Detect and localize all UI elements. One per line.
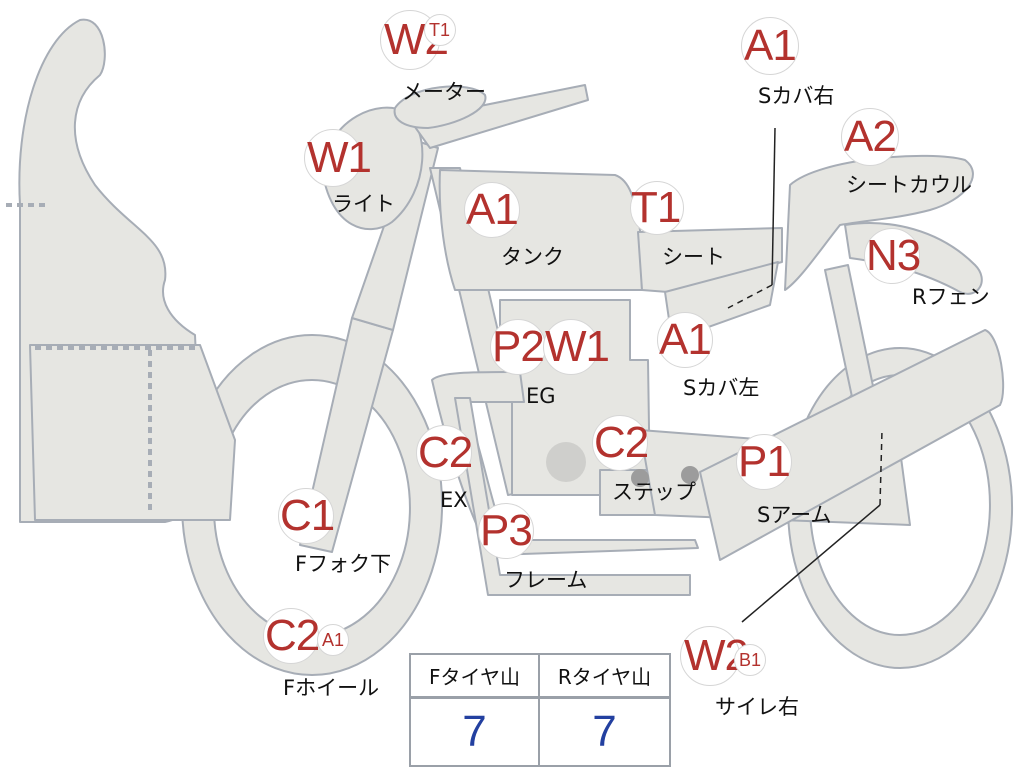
callout-code-frame: P3 [480, 506, 533, 555]
front-tire-header: Fタイヤ山 [411, 655, 540, 699]
lower-frame-shape [454, 397, 691, 596]
callout-label-step: ステップ [612, 480, 696, 504]
callout-sub-badge-meter [424, 14, 456, 46]
leader-scover-r-dash [727, 284, 773, 309]
callout-code-r-fender: N3 [866, 231, 921, 280]
callout-sub-badge-f-wheel [317, 624, 349, 656]
tire-tread-table: Fタイヤ山 Rタイヤ山 7 7 [409, 653, 671, 767]
callout-badge-r-fender [864, 228, 920, 284]
callout-label-frame: フレーム [504, 568, 588, 592]
callout-code-light: W1 [307, 133, 372, 182]
callout-label-tank: タンク [501, 245, 564, 269]
callout-sub-badge-muffler-r [734, 644, 766, 676]
callout-code-eg-p2: P2 [492, 322, 545, 371]
callout-label-meter: メーター [402, 80, 486, 104]
callout-code-step: C2 [594, 418, 649, 467]
callout-label-f-fork: Fフォク下 [295, 552, 392, 576]
leader-muffler-r [741, 504, 881, 623]
callout-label-f-wheel: Fホイール [283, 676, 380, 700]
callout-badge-ex [416, 425, 472, 481]
callout-badge-seat-cowl [841, 108, 899, 166]
callout-code-ex: C2 [418, 428, 473, 477]
callout-badge-scover-l [657, 312, 713, 368]
callout-code-tank: A1 [466, 185, 519, 234]
callout-badge-scover-r [741, 17, 799, 75]
callout-code-scover-r: A1 [744, 21, 797, 70]
callout-label-s-arm: Sアーム [757, 503, 832, 527]
callout-code-scover-l: A1 [659, 315, 712, 364]
front-tire-value: 7 [411, 699, 540, 765]
rear-tire-header: Rタイヤ山 [540, 655, 669, 699]
callout-sub-meter: T1 [429, 20, 451, 40]
callout-label-light: ライト [332, 192, 395, 216]
callout-badge-step [592, 415, 648, 471]
callout-label-muffler-r: サイレ右 [715, 695, 799, 719]
callout-code-s-arm: P1 [738, 437, 791, 486]
callout-label-ex: EX [440, 488, 468, 512]
step-peg-right [681, 466, 699, 484]
callout-badge-light [304, 129, 362, 187]
callout-badge-eg-p2 [490, 319, 546, 375]
rear-tire-value: 7 [592, 707, 617, 756]
lower-cowl-shape [29, 344, 236, 521]
callout-badge-tank [464, 182, 520, 238]
callout-label-r-fender: Rフェン [912, 285, 990, 309]
handlebar-shape [409, 84, 589, 149]
callout-label-eg-w1: EG [526, 384, 556, 408]
callout-code-f-fork: C1 [280, 491, 335, 540]
callout-code-seat-cowl: A2 [844, 112, 897, 161]
callout-badge-eg-w1 [543, 319, 599, 375]
callout-code-f-wheel: C2 [265, 611, 320, 660]
callout-label-seat: シート [662, 245, 725, 269]
meter-shape [393, 85, 487, 129]
callout-sub-muffler-r: B1 [739, 650, 762, 670]
muffler-shape [699, 329, 1005, 561]
callout-label-seat-cowl: シートカウル [846, 173, 972, 197]
callout-badge-muffler-r [680, 626, 740, 686]
leader-muffler-r-dash [879, 429, 883, 506]
callout-label-scover-r: Sカバ右 [758, 84, 835, 108]
callout-badge-frame [478, 503, 534, 559]
step-peg-left [631, 469, 649, 487]
callout-badge-s-arm [736, 434, 792, 490]
engine-hub-shape [546, 442, 586, 482]
callout-badge-f-wheel [263, 608, 319, 664]
callout-badge-f-fork [278, 488, 334, 544]
leader-scover-r [771, 127, 776, 286]
callout-label-scover-l: Sカバ左 [683, 376, 760, 400]
callout-code-eg-w1: W1 [545, 322, 610, 371]
callout-badge-seat [630, 181, 684, 235]
callout-code-seat: T1 [631, 183, 681, 232]
callout-sub-f-wheel: A1 [322, 630, 345, 650]
